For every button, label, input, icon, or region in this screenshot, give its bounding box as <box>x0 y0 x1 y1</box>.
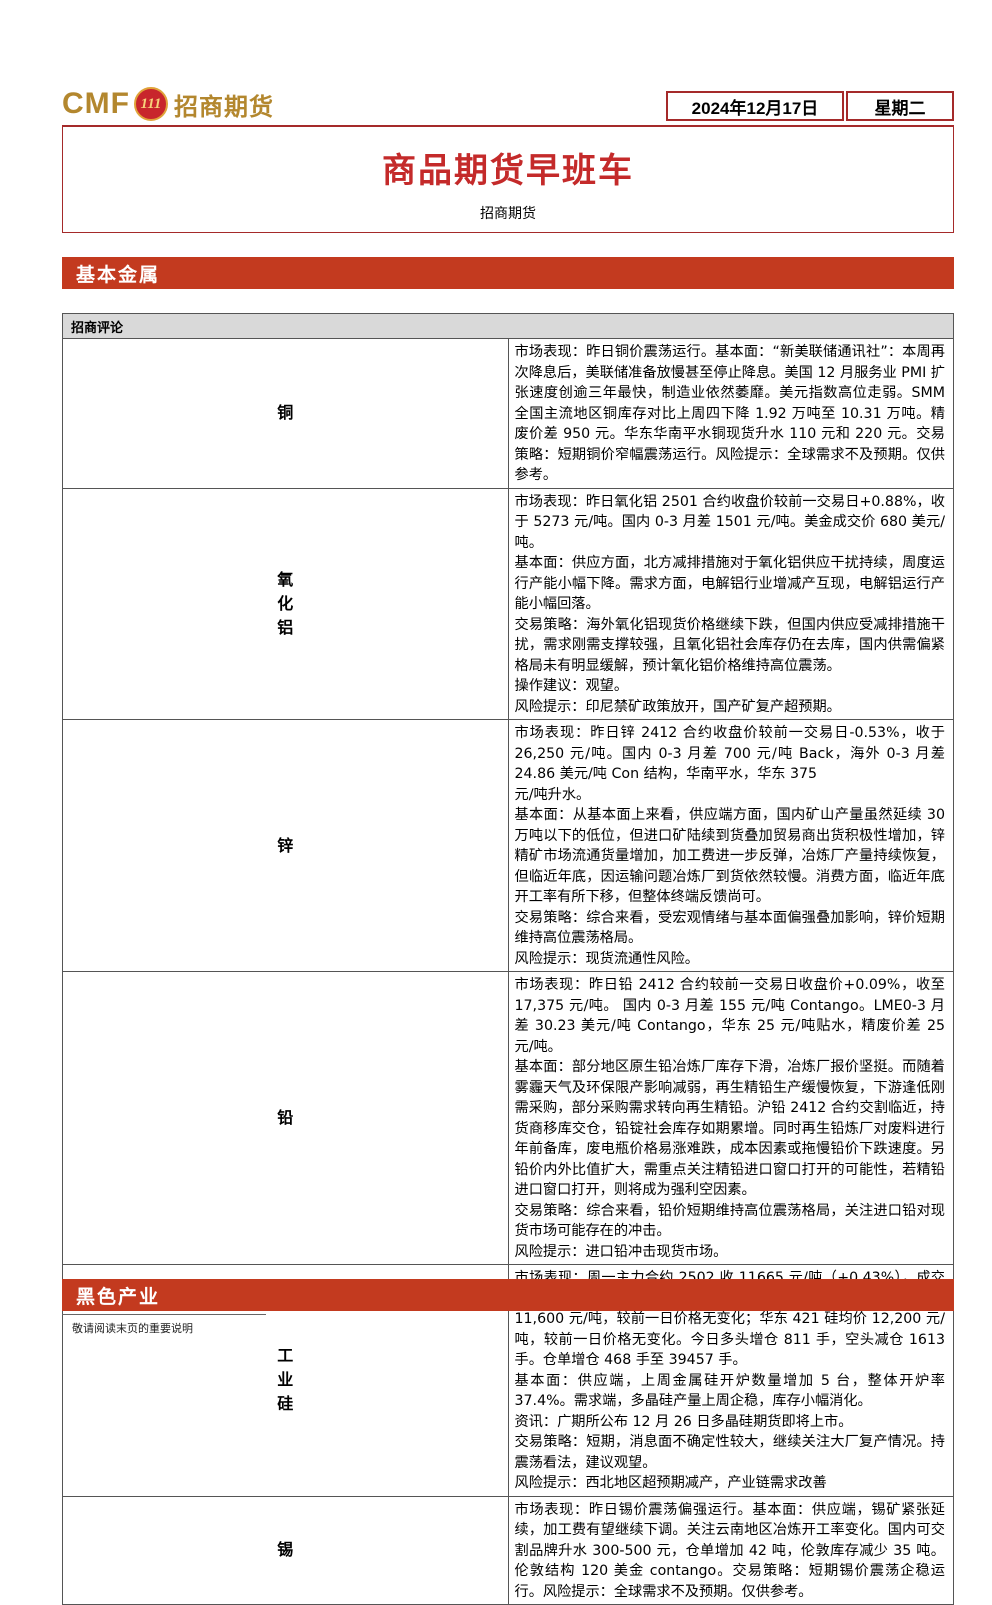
section-basic-metals: 基本金属 <box>62 257 954 289</box>
commodity-label: 铅 <box>62 971 509 1265</box>
commentary-paragraph: 元/吨升水。 <box>514 786 591 803</box>
report-date: 2024年12月17日 <box>666 91 844 121</box>
table-row: 锌 市场表现：昨日锌 2412 合约收盘价较前一交易日-0.53%，收于 26,2… <box>62 719 954 972</box>
commodity-label-char: 锡 <box>277 1540 294 1560</box>
logo-cmf-text: CMF <box>62 87 130 120</box>
table-row: 铅 市场表现：昨日铅 2412 合约较前一交易日收盘价+0.09%，收至 17,3… <box>62 971 954 1265</box>
page-subtitle: 招商期货 <box>480 206 536 222</box>
comment-table: 招商评论 铜 市场表现：昨日铜价震荡运行。基本面：“新美联储通讯社”：本周再次降息… <box>62 313 954 1605</box>
commodity-label-char: 硅 <box>277 1394 294 1414</box>
commentary-cell: 市场表现：昨日铜价震荡运行。基本面：“新美联储通讯社”：本周再次降息后，美联储准… <box>507 338 954 489</box>
commentary-paragraph: 交易策略：综合来看，受宏观情绪与基本面偏强叠加影响，锌价短期维持高位震荡格局。 <box>514 909 946 947</box>
title-box: 商品期货早班车 招商期货 <box>62 125 954 233</box>
table-row: 锡 市场表现：昨日锡价震荡偏强运行。基本面：供应端，锡矿紧张延续，加工费有望继续下… <box>62 1495 954 1605</box>
commodity-label: 锡 <box>62 1495 509 1605</box>
report-weekday: 星期二 <box>846 91 954 121</box>
commodity-label-char: 化 <box>277 593 294 613</box>
commodity-label-char: 锌 <box>277 835 294 855</box>
page-title: 商品期货早班车 <box>382 151 634 191</box>
commentary-paragraph: 风险提示：进口铅冲击现货市场。 <box>514 1243 728 1260</box>
commodity-label: 锌 <box>62 719 509 972</box>
commentary-paragraph: 市场表现：昨日锡价震荡偏强运行。基本面：供应端，锡矿紧张延续，加工费有望继续下调… <box>514 1501 946 1600</box>
commentary-cell: 市场表现：昨日铅 2412 合约较前一交易日收盘价+0.09%，收至 17,37… <box>507 971 954 1265</box>
commentary-cell: 市场表现：昨日氧化铝 2501 合约收盘价较前一交易日+0.88%，收于 527… <box>507 487 954 720</box>
commentary-paragraph: 风险提示：现货流通性风险。 <box>514 950 699 967</box>
commentary-paragraph: 交易策略：海外氧化铝现货价格继续下跌，但国内供应受减排措施干扰，需求刚需支撑较强… <box>514 616 946 674</box>
commentary-paragraph: 风险提示：印尼禁矿政策放开，国产矿复产超预期。 <box>514 698 841 715</box>
commentary-paragraph: 交易策略：短期，消息面不确定性较大，继续关注大厂复产情况。持震荡看法，建议观望。 <box>514 1434 946 1471</box>
commodity-label-char: 铅 <box>277 1108 294 1127</box>
commodity-label: 铜 <box>62 338 509 489</box>
commentary-paragraph: 市场表现：昨日氧化铝 2501 合约收盘价较前一交易日+0.88%，收于 527… <box>514 493 946 551</box>
commentary-paragraph: 基本面：供应端，上周金属硅开炉数量增加 5 台，整体开炉率 37.4%。需求端，… <box>514 1372 946 1410</box>
footer-note: 敬请阅读末页的重要说明 <box>72 1322 193 1335</box>
table-header-cell: 招商评论 <box>62 313 954 339</box>
commodity-label-char: 工 <box>277 1346 294 1366</box>
commentary-paragraph: 基本面：供应方面，北方减排措施对于氧化铝供应干扰持续，周度运行产能小幅下降。需求… <box>514 555 946 612</box>
commentary-paragraph: 市场表现：昨日铅 2412 合约较前一交易日收盘价+0.09%，收至 17,37… <box>514 977 946 1055</box>
commodity-label-char: 氧 <box>277 569 294 589</box>
logo-company-name: 招商期货 <box>173 92 274 121</box>
commentary-paragraph: 市场表现：昨日铜价震荡运行。基本面：“新美联储通讯社”：本周再次降息后，美联储准… <box>514 344 946 483</box>
commentary-paragraph: 交易策略：综合来看，铅价短期维持高位震荡格局，关注进口铅对现货市场可能存在的冲击… <box>514 1202 946 1240</box>
commentary-cell: 市场表现：昨日锌 2412 合约收盘价较前一交易日-0.53%，收于 26,25… <box>507 719 954 972</box>
commodity-label-char: 铜 <box>277 403 294 423</box>
commentary-paragraph: 操作建议：观望。 <box>514 678 629 694</box>
table-header-row: 招商评论 <box>62 313 954 339</box>
company-logo: CMF 111 招商期货 <box>62 86 274 122</box>
commentary-paragraph: 市场表现：昨日锌 2412 合约收盘价较前一交易日-0.53%，收于 26,25… <box>514 725 946 782</box>
commodity-label-char: 业 <box>277 1370 294 1390</box>
commentary-cell: 市场表现：昨日锡价震荡偏强运行。基本面：供应端，锡矿紧张延续，加工费有望继续下调… <box>507 1495 954 1605</box>
commentary-paragraph: 基本面：从基本面上来看，供应端方面，国内矿山产量虽然延续 30 万吨以下的低位，… <box>514 807 946 905</box>
logo-badge-icon: 111 <box>133 87 168 121</box>
table-row: 铜 市场表现：昨日铜价震荡运行。基本面：“新美联储通讯社”：本周再次降息后，美联储… <box>62 338 954 489</box>
commodity-label: 氧化铝 <box>62 487 509 720</box>
commentary-paragraph: 基本面：部分地区原生铅冶炼厂库存下滑，冶炼厂报价坚挺。而随着雾霾天气及环保限产影… <box>514 1059 946 1198</box>
section-black-industry: 黑色产业 <box>62 1279 954 1311</box>
commentary-paragraph: 资讯：广期所公布 12 月 26 日多晶硅期货即将上市。 <box>514 1413 853 1430</box>
commodity-label-char: 铝 <box>277 617 294 637</box>
footer-divider <box>62 1314 266 1315</box>
commentary-paragraph: 风险提示：西北地区超预期减产，产业链需求改善 <box>514 1475 827 1491</box>
table-row: 氧化铝市场表现：昨日氧化铝 2501 合约收盘价较前一交易日+0.88%，收于 … <box>62 487 954 720</box>
